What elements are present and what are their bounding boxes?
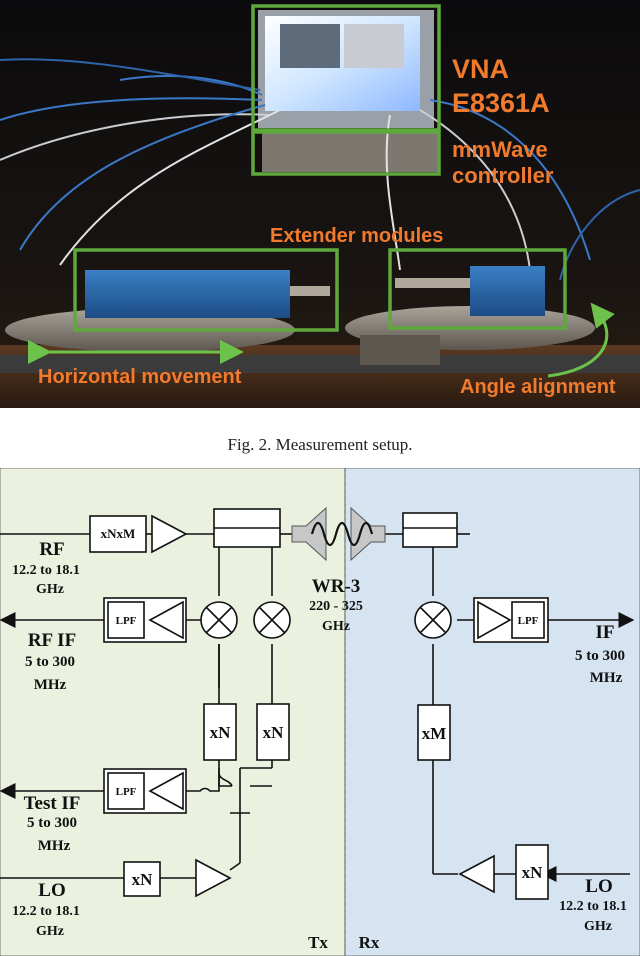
xm-rx-label: xM: [422, 724, 447, 743]
cables: [0, 58, 640, 281]
rx-waveguide: [395, 278, 470, 288]
xn-1-block: [203, 703, 237, 761]
xn-lo-label: xN: [132, 870, 154, 889]
lpf-test-label: LPF: [116, 786, 137, 798]
rx-mixer: [414, 601, 452, 639]
extender-modules-label: Extender modules: [270, 225, 444, 247]
rf-mixer: [200, 601, 238, 639]
if-rx-port-title: IF: [596, 622, 615, 643]
lpf-rf-label: LPF: [116, 615, 137, 627]
xn-lo-block: [123, 861, 161, 897]
angle-alignment-label: Angle alignment: [460, 376, 616, 398]
if-rx-port-range: 5 to 300: [575, 648, 625, 664]
test-if-port-title: Test IF: [24, 793, 81, 814]
vna-label: VNA: [452, 54, 510, 84]
lpf-rx-label: LPF: [518, 615, 539, 627]
rx-module-highlight-box: [388, 248, 567, 330]
lpf-rf-amp: [148, 600, 184, 640]
test-if-port-range: 5 to 300: [27, 815, 77, 831]
test-mixer: [253, 601, 291, 639]
controller-unit: [262, 132, 438, 172]
vna-display: [280, 24, 340, 68]
rf-port-range: 12.2 to 18.1: [12, 563, 80, 578]
wave-signal: [310, 521, 374, 547]
lpf-test-inner: [107, 772, 145, 810]
if-rx-port-unit: MHz: [590, 670, 623, 686]
highlight-boxes: [73, 4, 567, 332]
vna-highlight-box: [251, 4, 441, 132]
rx-pedestal: [360, 335, 440, 365]
block-diagram: xNxM LPF LPF xN xN xN xM LPF xN RF 12.2 …: [0, 468, 640, 956]
wr3-title: WR-3: [312, 576, 361, 597]
wr3-unit: GHz: [322, 619, 350, 634]
xn-1-label: xN: [210, 723, 232, 742]
xn-rx-lo-block: [515, 844, 549, 900]
wr3-range: 220 - 325: [309, 599, 363, 614]
lo-port-title: LO: [38, 880, 65, 901]
angle-alignment-arrow: [547, 302, 615, 378]
mult-rf-label: xNxM: [101, 526, 136, 541]
lpf-rf-inner: [107, 601, 145, 639]
mult-rf-block: [89, 515, 147, 553]
rf-port-title: RF: [39, 539, 64, 560]
xn-rx-lo-label: xN: [522, 863, 544, 882]
measurement-setup-photo: [0, 0, 640, 408]
controller-highlight-box: [251, 130, 441, 176]
rf-port-unit: GHz: [36, 582, 64, 597]
rx-coupler: [402, 512, 458, 548]
rx-lo-amplifier: [458, 854, 495, 894]
figure-caption: Fig. 2. Measurement setup.: [227, 435, 413, 454]
vna-panel: [344, 24, 404, 68]
rf-if-port-title: RF IF: [28, 630, 76, 651]
xn-2-block: [256, 703, 290, 761]
xn-2-label: xN: [263, 723, 285, 742]
tx-waveguide: [290, 286, 330, 296]
tx-extender-module: [85, 270, 290, 318]
rf-if-port-range: 5 to 300: [25, 654, 75, 670]
test-if-port-unit: MHz: [38, 838, 71, 854]
lpf-rx-amp: [477, 600, 512, 640]
rf-if-port-unit: MHz: [34, 677, 67, 693]
rx-extender-module: [470, 266, 545, 316]
tx-region-label: Tx: [308, 933, 328, 952]
controller-label-line1: mmWave: [452, 137, 548, 162]
tx-module-highlight-box: [73, 248, 339, 332]
vna-model-label: E8361A: [452, 88, 550, 118]
lo-port-unit: GHz: [36, 924, 64, 939]
lo-amplifier: [195, 858, 232, 898]
lpf-rx-inner: [511, 601, 545, 639]
lo-rx-port-title: LO: [585, 876, 612, 897]
wr3-horns: [291, 506, 386, 562]
lo-port-range: 12.2 to 18.1: [12, 904, 80, 919]
rf-amplifier: [151, 514, 188, 554]
horizontal-movement-label: Horizontal movement: [38, 366, 242, 388]
controller-label-line2: controller: [452, 163, 554, 188]
lo-rx-port-range: 12.2 to 18.1: [559, 899, 627, 914]
rx-region-label: Rx: [359, 933, 380, 952]
lpf-test-amp: [148, 771, 184, 811]
lo-rx-port-unit: GHz: [584, 919, 612, 934]
wires: [0, 533, 516, 879]
xm-rx-block: [417, 704, 451, 761]
